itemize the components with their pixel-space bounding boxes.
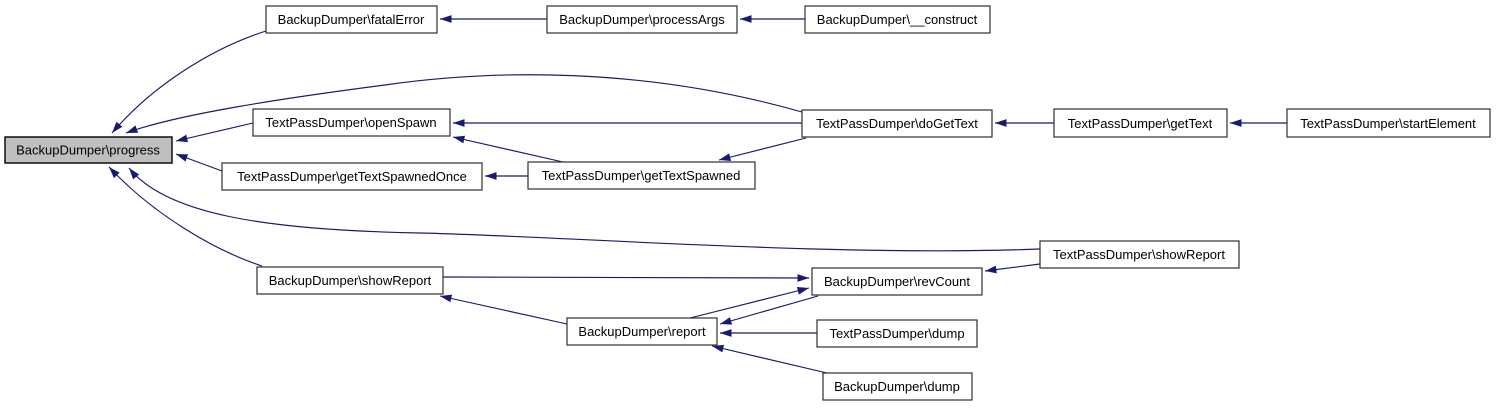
node-label: BackupDumper\fatalError — [278, 12, 425, 27]
node-label: TextPassDumper\dump — [829, 326, 964, 341]
node-box — [1039, 240, 1240, 269]
node-label: BackupDumper\progress — [16, 143, 160, 158]
node-box — [527, 161, 756, 190]
node-label: BackupDumper\showReport — [269, 273, 432, 288]
node-box — [1053, 108, 1228, 138]
node-box — [816, 319, 978, 348]
edge-dogettext-to-gettextspawned — [718, 137, 807, 161]
node-label: TextPassDumper\getTextSpawned — [542, 168, 741, 183]
node-textpassdumper-gettext[interactable]: TextPassDumper\getText — [1053, 108, 1228, 138]
node-label: TextPassDumper\doGetText — [816, 116, 978, 131]
node-label: BackupDumper\dump — [834, 379, 960, 394]
node-backupdumper-dump[interactable]: BackupDumper\dump — [822, 372, 973, 401]
node-box — [256, 266, 444, 295]
node-backupdumper-construct[interactable]: BackupDumper\__construct — [804, 5, 991, 34]
node-box — [822, 372, 973, 401]
edge-tpdshowreport-to-revcount — [984, 263, 1041, 274]
edge-gettextspawned-to-openspawn — [452, 135, 564, 163]
node-label: TextPassDumper\getTextSpawnedOnce — [237, 169, 467, 184]
node-box — [1286, 108, 1491, 138]
node-box — [546, 5, 738, 34]
node-backupdumper-showreport[interactable]: BackupDumper\showReport — [256, 266, 444, 295]
node-box — [252, 108, 451, 137]
node-backupdumper-revcount[interactable]: BackupDumper\revCount — [811, 267, 983, 296]
node-label: BackupDumper\revCount — [824, 274, 970, 289]
node-box — [4, 136, 173, 164]
node-label: TextPassDumper\startElement — [1300, 116, 1476, 131]
node-label: TextPassDumper\getText — [1068, 116, 1213, 131]
node-textpassdumper-dump[interactable]: TextPassDumper\dump — [816, 319, 978, 348]
node-backupdumper-report[interactable]: BackupDumper\report — [566, 317, 718, 346]
edge-bdshowreport-to-revcount — [442, 274, 810, 282]
node-textpassdumper-startelement[interactable]: TextPassDumper\startElement — [1286, 108, 1491, 138]
node-textpassdumper-dogettext[interactable]: TextPassDumper\doGetText — [801, 109, 993, 138]
node-label: BackupDumper\report — [578, 324, 706, 339]
node-textpassdumper-showreport[interactable]: TextPassDumper\showReport — [1039, 240, 1240, 269]
edge-tpdshowreport-to-progress — [128, 167, 1041, 252]
node-box — [265, 5, 438, 34]
edge-openspawn-to-progress — [175, 122, 254, 143]
nodes: BackupDumper\progress BackupDumper\fatal… — [4, 5, 1491, 401]
edge-bddump-to-report — [711, 344, 828, 374]
node-box — [221, 162, 483, 191]
node-box — [804, 5, 991, 34]
edge-report-to-bdshowreport — [439, 294, 568, 325]
edge-bdshowreport-to-progress — [108, 166, 263, 267]
edge-dogettext-to-progress — [125, 74, 803, 134]
edges — [108, 15, 1287, 374]
node-label: TextPassDumper\openSpawn — [265, 115, 436, 130]
edge-report-to-revcount — [689, 287, 810, 319]
node-textpassdumper-openspawn[interactable]: TextPassDumper\openSpawn — [252, 108, 451, 137]
node-box — [801, 109, 993, 138]
node-textpassdumper-gettextspawnedonce[interactable]: TextPassDumper\getTextSpawnedOnce — [221, 162, 483, 191]
node-label: BackupDumper\__construct — [817, 12, 978, 27]
node-backupdumper-processargs[interactable]: BackupDumper\processArgs — [546, 5, 738, 34]
node-box — [566, 317, 718, 346]
node-textpassdumper-gettextspawned[interactable]: TextPassDumper\getTextSpawned — [527, 161, 756, 190]
node-label: BackupDumper\processArgs — [559, 12, 725, 27]
node-label: TextPassDumper\showReport — [1053, 247, 1225, 262]
edge-gettextspawnedonce-to-progress — [175, 153, 223, 172]
node-backupdumper-fatalerror[interactable]: BackupDumper\fatalError — [265, 5, 438, 34]
edge-fatalerror-to-progress — [111, 30, 267, 134]
node-backupdumper-progress: BackupDumper\progress — [4, 136, 173, 164]
node-box — [811, 267, 983, 296]
edge-revcount-to-report — [719, 295, 819, 325]
